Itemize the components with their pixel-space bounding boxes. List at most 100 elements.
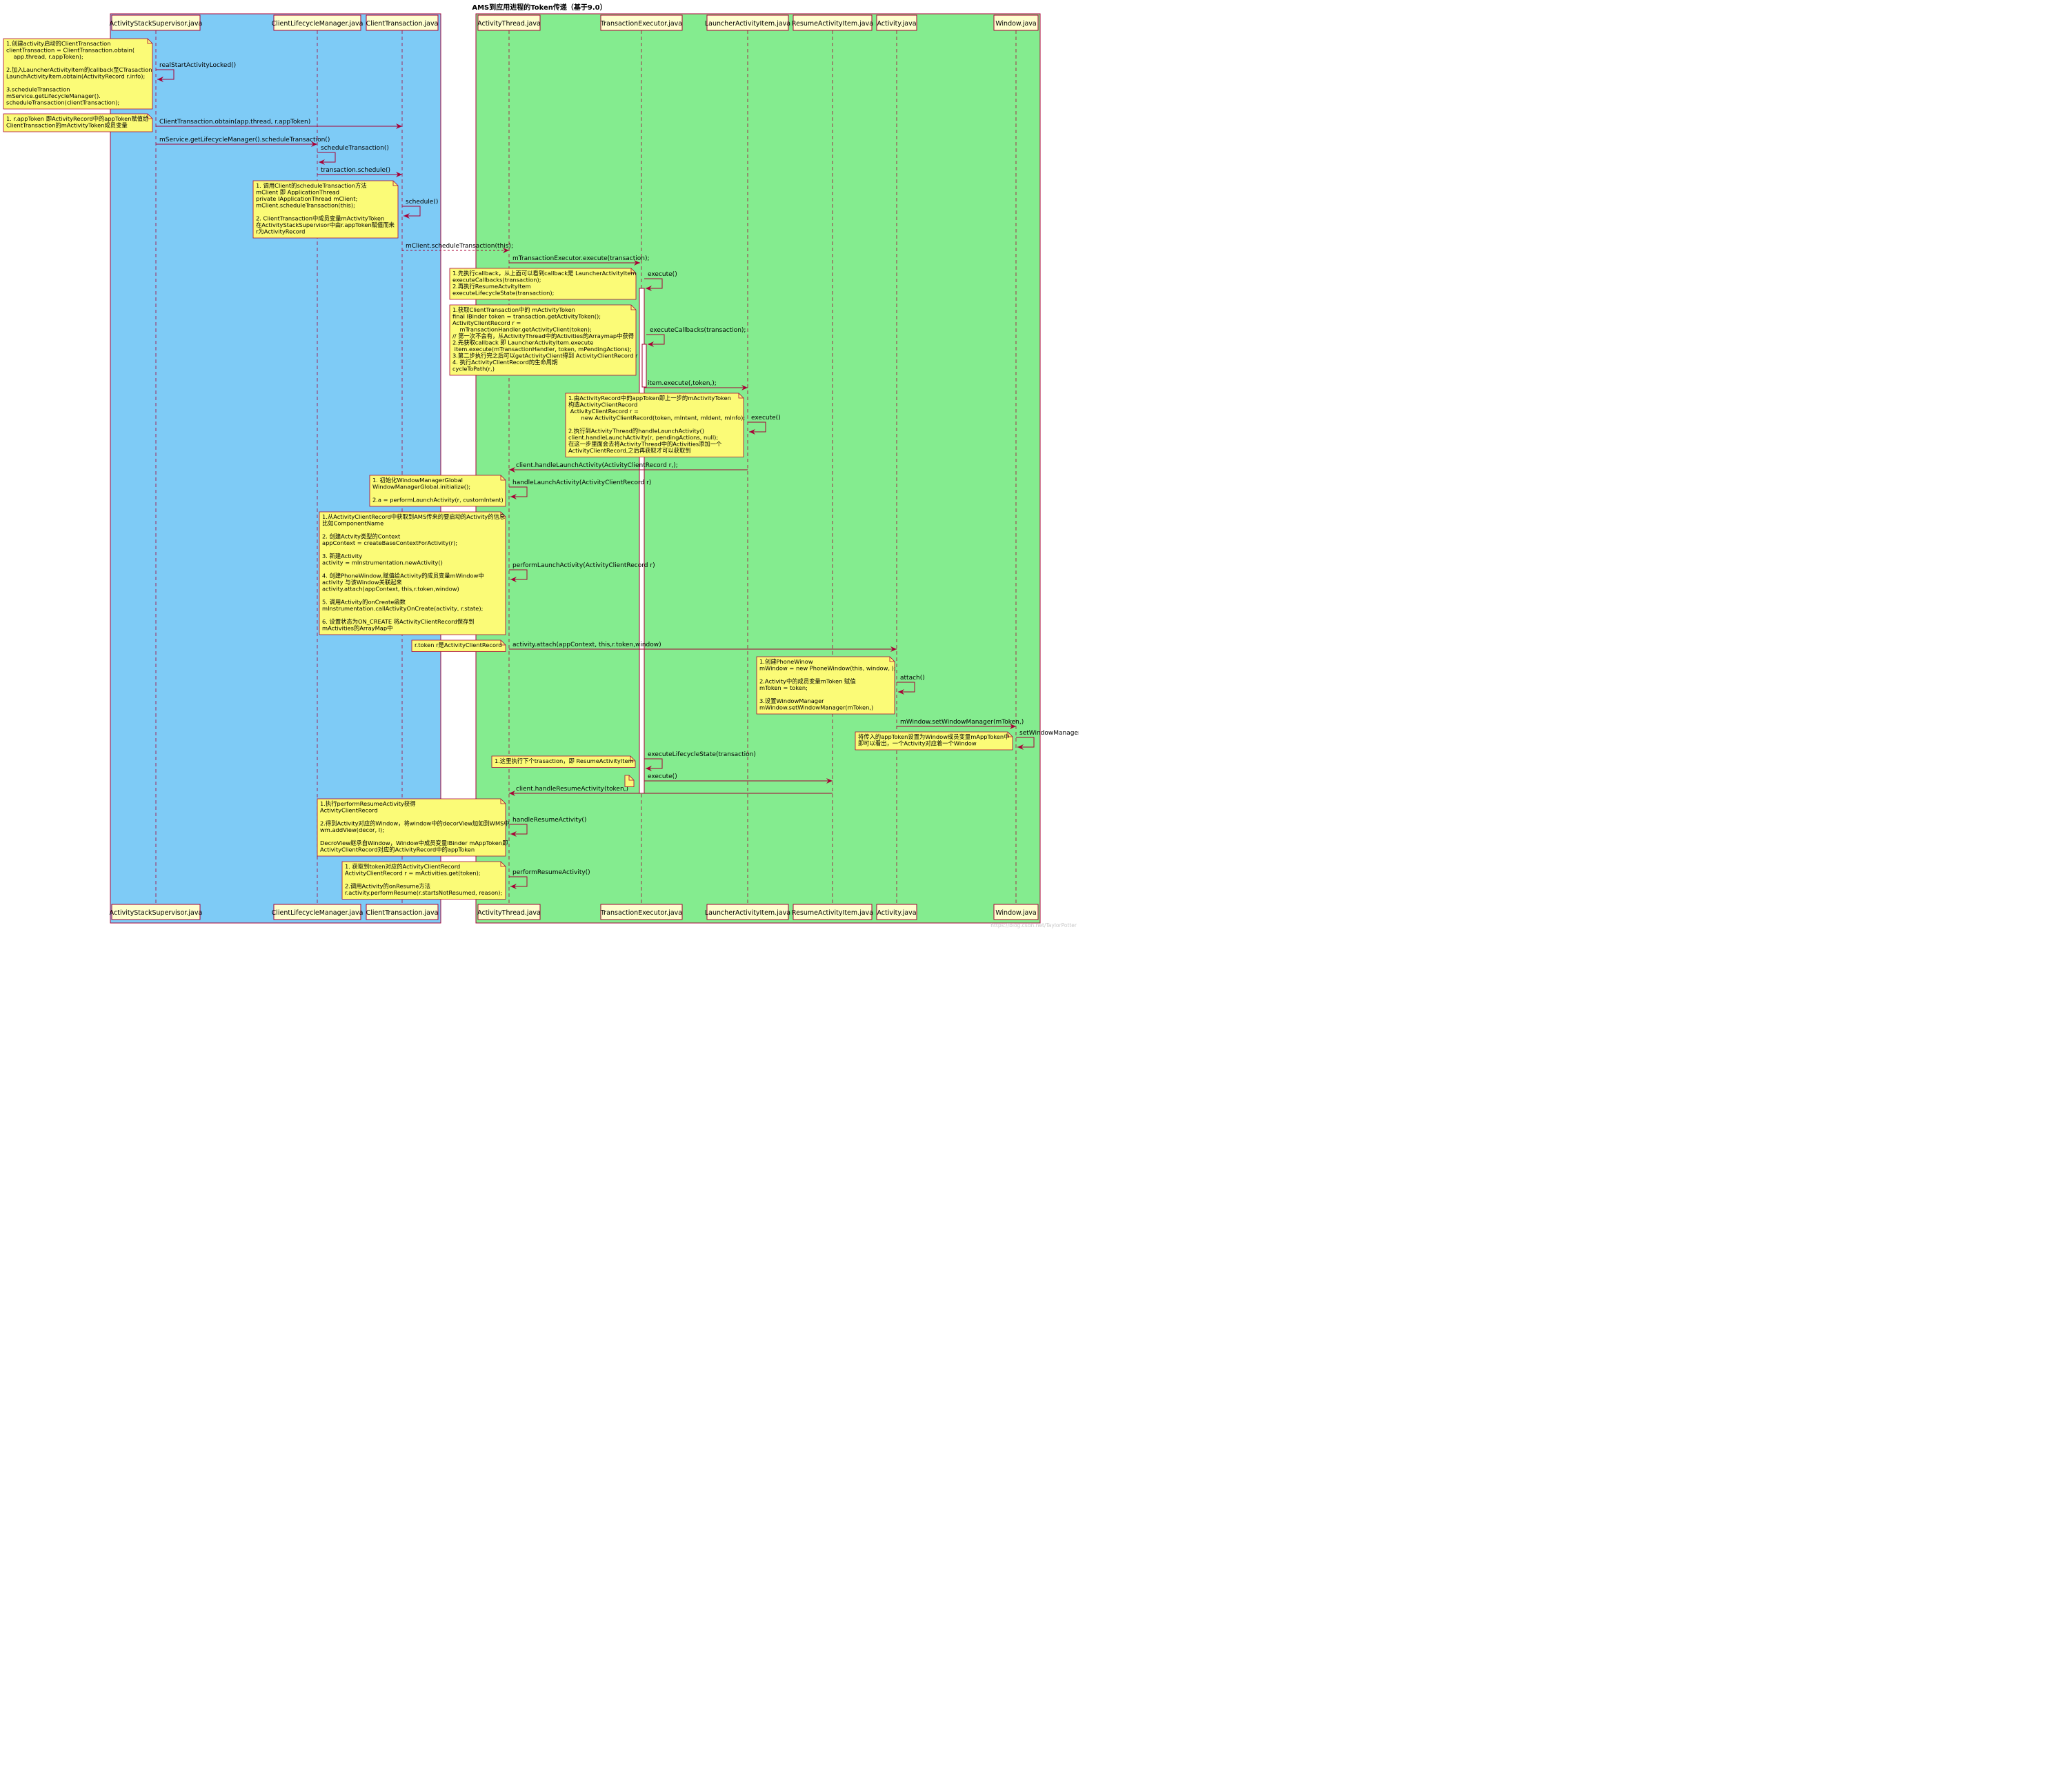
note-line: 1.创建PhoneWinow: [759, 658, 813, 665]
self-message-arrow: [897, 682, 915, 695]
note-line: executeCallbacks(transaction);: [452, 277, 541, 284]
participant-label: ActivityStackSupervisor.java: [110, 20, 203, 28]
diagram-title: AMS到应用进程的Token传递（基于9.0）: [472, 3, 606, 12]
participant-label: ActivityThread.java: [477, 909, 541, 917]
note-line: 1. 调用Client的scheduleTransaction方法: [256, 182, 367, 189]
note-fold: [1007, 732, 1013, 737]
self-message-arrow: [644, 758, 663, 771]
note-line: r.activity.performResume(r.startsNotResu…: [345, 889, 502, 896]
note-line: mWindow.setWindowManager(mToken,): [759, 704, 873, 711]
participant-box-ass-top: [111, 14, 201, 31]
message-label: performResumeActivity(): [512, 869, 590, 876]
message-label: execute(): [648, 773, 677, 780]
note-line: 4. 创建PhoneWindow,赋值给Activity的成员变量mWindow…: [322, 573, 484, 579]
note-line: r为ActivityRecord: [256, 228, 305, 235]
note-line: private IApplicationThread mClient;: [256, 195, 357, 202]
note-box: [319, 511, 506, 635]
note-line: ActivityClientRecord r = mActivities.get…: [345, 870, 481, 877]
note-line: activity.attach(appContext, this,r.token…: [322, 586, 459, 593]
note-line: activity = mInstrumentation.newActivity(…: [322, 559, 443, 566]
note-line: 4. 执行ActivityClientRecord的生命周期: [452, 359, 557, 366]
note-fold: [500, 799, 506, 804]
note-line: mInstrumentation.callActivityOnCreate(ac…: [322, 605, 483, 612]
participant-box-clm-bottom: [273, 904, 361, 920]
participant-label: ClientLifecycleManager.java: [272, 909, 363, 917]
note-line: 2. ClientTransaction中成员变量mActivityToken: [256, 215, 384, 222]
sequence-diagram: AMS到应用进程的Token传递（基于9.0） ActivityStackSupe…: [3, 3, 1079, 929]
note-line: WindowManagerGlobal.initialize();: [372, 484, 470, 490]
note-line: 3.设置WindowManager: [759, 697, 824, 704]
participant-label: ActivityStackSupervisor.java: [110, 909, 203, 917]
note-line: 在这一步里面会去将ActivityThread中的Activities添加一个: [568, 441, 722, 448]
note-line: mWindow = new PhoneWindow(this, window, …: [759, 665, 896, 672]
self-message-arrow: [509, 569, 528, 582]
participant-box-lai-top: [706, 14, 789, 31]
activation-bar-callbacks: [641, 344, 647, 388]
note-fold: [630, 268, 636, 274]
participant-box-act-bottom: [876, 904, 917, 920]
note-line: app.thread, r.appToken);: [6, 53, 83, 60]
note-line: 2.执行到ActivityThread的handleLaunchActivity…: [568, 428, 704, 435]
note-line: mActivities的ArrayMap中: [322, 625, 392, 632]
note-line: 1.执行performResumeActivity获得: [320, 800, 416, 807]
note-fold: [500, 640, 506, 646]
participant-label: ClientTransaction.java: [366, 909, 439, 917]
note-box: [369, 475, 506, 507]
participant-label: Activity.java: [877, 20, 916, 28]
note-line: // 第一次不会有，从ActivityThread中的Activities的Ar…: [452, 332, 634, 339]
message-label: execute(): [648, 271, 677, 278]
participant-label: ActivityThread.java: [477, 20, 541, 28]
note-line: mToken = token;: [759, 684, 808, 691]
participant-box-lai-bottom: [706, 904, 789, 920]
note-box: [624, 775, 635, 787]
note-line: 5. 调用Activity的onCreate函数: [322, 599, 406, 606]
participant-box-ass-bottom: [111, 904, 201, 920]
message-label: mClient.scheduleTransaction(this);: [406, 243, 513, 250]
participant-box-at-top: [477, 14, 541, 31]
note-line: final IBinder token = transaction.getAct…: [452, 313, 601, 320]
note-line: 2.调用Activity的onResume方法: [345, 883, 430, 890]
self-message-arrow: [509, 876, 528, 889]
participant-box-te-top: [600, 14, 683, 31]
participant-box-ct-bottom: [366, 904, 439, 920]
note-line: 比如ComponentName: [322, 520, 383, 527]
note-line: 2.先获取callback 即 LauncherActivityItem.exe…: [452, 339, 593, 346]
note-line: cycleToPath(r,): [452, 366, 495, 373]
note-box: [449, 304, 637, 376]
message-label: handleLaunchActivity(ActivityClientRecor…: [512, 479, 651, 486]
note-line: activity 与该Window关联起来: [322, 579, 402, 586]
note-fold: [500, 512, 506, 517]
participant-box-act-top: [876, 14, 917, 31]
note-fold: [738, 393, 744, 399]
note-line: 即可以看出，一个Activity对应着一个Window: [858, 740, 977, 747]
note-line: 3. 新建Activity: [322, 553, 362, 559]
note-box: [565, 393, 744, 457]
participant-box-ct-top: [366, 14, 439, 31]
note-fold: [500, 475, 506, 481]
note-line: 1.从ActivityClientRecord中获取到AMS传来的要启动的Act…: [322, 513, 505, 520]
app-process-box: [475, 13, 1041, 924]
note-line: 1.先执行callback，从上面可以看到callback是 LauncherA…: [452, 270, 637, 277]
note-box: [855, 731, 1013, 751]
message-label: client.handleLaunchActivity(ActivityClie…: [516, 462, 678, 469]
note-line: 1.创建activity启动的ClientTransaction: [6, 40, 110, 47]
participant-box-win-bottom: [993, 904, 1039, 920]
message-label: ClientTransaction.obtain(app.thread, r.a…: [159, 119, 310, 126]
self-message-arrow: [402, 206, 421, 219]
note-box: [317, 798, 506, 857]
note-box: [449, 268, 637, 300]
note-line: 2. 创建Actvity类型的Context: [322, 533, 401, 540]
note-line: 1. r.appToken 即ActivityRecord中的appToken赋…: [6, 115, 148, 122]
self-message-arrow: [156, 69, 175, 82]
message-label: executeCallbacks(transaction);: [650, 327, 746, 334]
note-fold: [392, 181, 398, 186]
note-line: client.handleLaunchActivity(r, pendingAc…: [568, 434, 718, 441]
participant-label: LauncherActivityItem.java: [705, 20, 790, 28]
note-fold: [147, 114, 152, 119]
note-line: 3.scheduleTransaction: [6, 86, 70, 93]
note-line: wm.addView(decor, l);: [320, 826, 384, 833]
note-fold: [500, 862, 506, 867]
note-line: 1.由ActivityRecord中的appToken即上一步的mActivit…: [568, 395, 731, 401]
message-label: realStartActivityLocked(): [159, 62, 236, 69]
note-line: ClientTransaction的mActivityToken成员变量: [6, 122, 128, 129]
